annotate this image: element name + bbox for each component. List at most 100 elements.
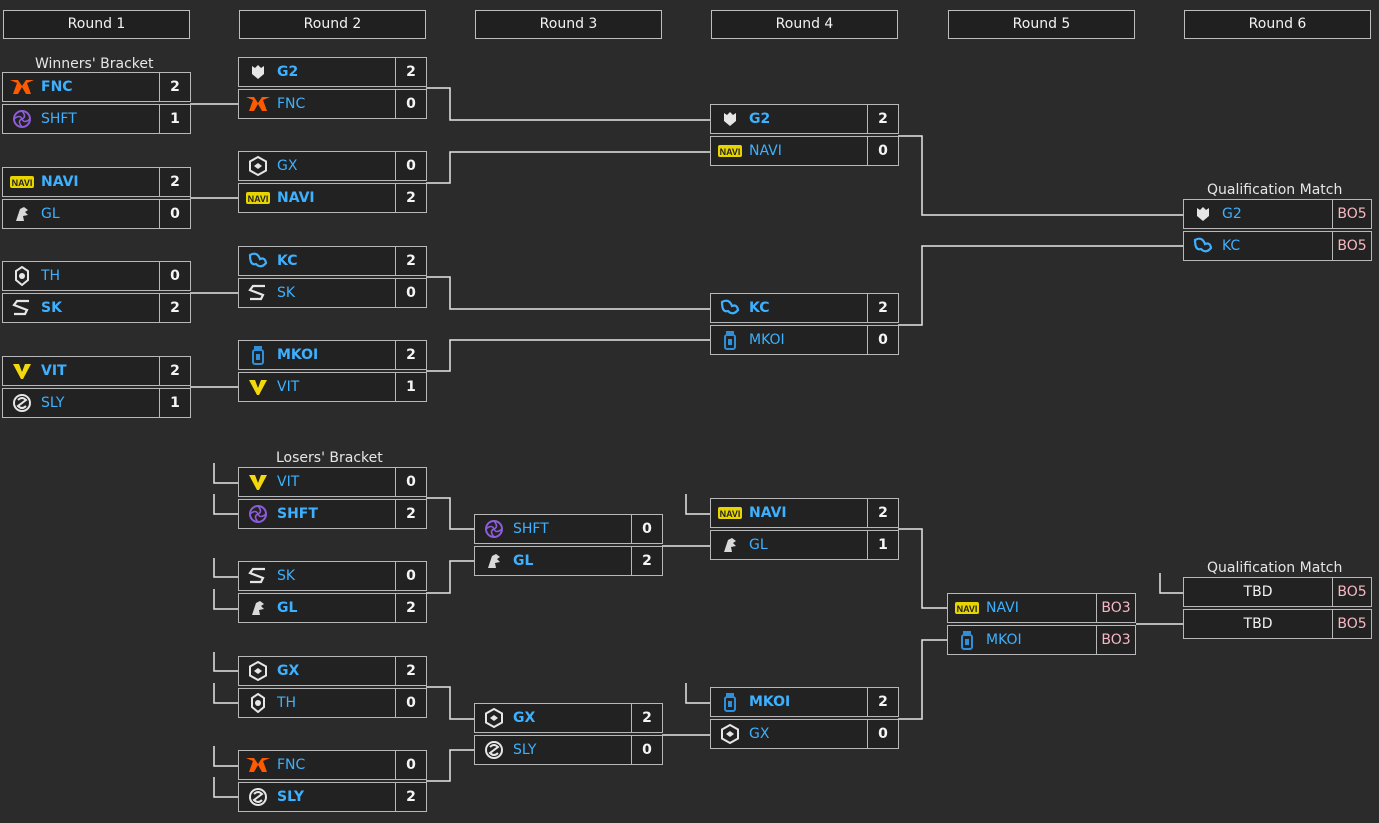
team-name-link[interactable]: SK [41,300,62,316]
team-score: 2 [867,499,898,527]
gl-logo-icon [711,531,749,559]
navi-logo-icon: NAVI [711,137,749,165]
team-row: VIT 0 [238,467,427,497]
team-score: 2 [159,357,190,385]
team-name-link[interactable]: G2 [1222,206,1242,222]
team-name-link[interactable]: SK [277,568,296,584]
team-name-link[interactable]: SLY [513,742,537,758]
team-name-link[interactable]: KC [749,300,770,316]
team-name-link[interactable]: SK [277,285,296,301]
team-score: 2 [395,184,426,212]
team-score: 2 [395,500,426,528]
winners-bracket-label: Winners' Bracket [35,56,154,72]
vit-logo-icon [239,468,277,496]
team-name-link[interactable]: TH [277,695,297,711]
team-name-link[interactable]: SLY [277,789,304,805]
team-name-link[interactable]: GL [41,206,60,222]
team-row: GL 2 [474,546,663,576]
team-name-link[interactable]: SHFT [41,111,77,127]
team-name-link[interactable]: GL [749,537,768,553]
team-score: 0 [395,751,426,779]
round-header-4: Round 4 [711,10,898,39]
team-name-link[interactable]: TH [41,268,61,284]
team-row: SHFT 2 [238,499,427,529]
team-row: FNC 0 [238,89,427,119]
team-score: 0 [159,262,190,290]
team-name-link[interactable]: SHFT [513,521,549,537]
team-name-link[interactable]: GL [277,600,298,616]
team-score: 1 [395,373,426,401]
mkoi-logo-icon [711,688,749,716]
team-name-link[interactable]: FNC [277,757,306,773]
team-score: 2 [159,168,190,196]
team-name-link[interactable]: VIT [277,379,300,395]
team-name-link[interactable]: GX [277,158,298,174]
match-format: BO5 [1332,200,1371,228]
navi-logo-icon: NAVI [711,499,749,527]
team-name-link[interactable]: GX [277,663,300,679]
team-row: SK 2 [2,293,191,323]
team-score: 2 [867,294,898,322]
team-score: 2 [159,294,190,322]
mkoi-logo-icon [948,626,986,654]
team-name-link[interactable]: SLY [41,395,65,411]
team-name-link[interactable]: NAVI [277,190,315,206]
team-name-link[interactable]: VIT [277,474,300,490]
team-name-link[interactable]: GX [749,726,770,742]
team-name-link[interactable]: MKOI [986,632,1022,648]
team-name-link[interactable]: KC [1222,238,1241,254]
team-score: 0 [395,468,426,496]
round-header-6: Round 6 [1184,10,1371,39]
team-name-link[interactable]: G2 [277,64,299,80]
mkoi-logo-icon [239,341,277,369]
team-score: 0 [867,720,898,748]
team-score: 1 [159,389,190,417]
team-name-link[interactable]: NAVI [749,143,782,159]
match-format: BO3 [1096,626,1135,654]
team-name-link[interactable]: FNC [277,96,306,112]
team-name-link[interactable]: MKOI [749,332,785,348]
team-name-link[interactable]: NAVI [41,174,79,190]
kc-logo-icon [1184,232,1222,260]
shft-logo-icon [239,500,277,528]
team-score: 0 [395,90,426,118]
team-name-link[interactable]: KC [277,253,298,269]
team-score: 2 [631,547,662,575]
team-name-link[interactable]: NAVI [749,505,787,521]
navi-logo-icon: NAVI [3,168,41,196]
team-name-link[interactable]: MKOI [277,347,319,363]
team-name-link[interactable]: FNC [41,79,73,95]
team-name-link[interactable]: GL [513,553,534,569]
team-name-link[interactable]: MKOI [749,694,791,710]
g2-logo-icon [1184,200,1222,228]
shft-logo-icon [3,105,41,133]
team-name-link[interactable]: VIT [41,363,67,379]
team-name-link[interactable]: SHFT [277,506,318,522]
gx-logo-icon [475,704,513,732]
team-name-link[interactable]: G2 [749,111,771,127]
team-name-link[interactable]: NAVI [986,600,1019,616]
team-row: SLY 1 [2,388,191,418]
team-name-link[interactable]: GX [513,710,536,726]
team-score: 0 [867,137,898,165]
